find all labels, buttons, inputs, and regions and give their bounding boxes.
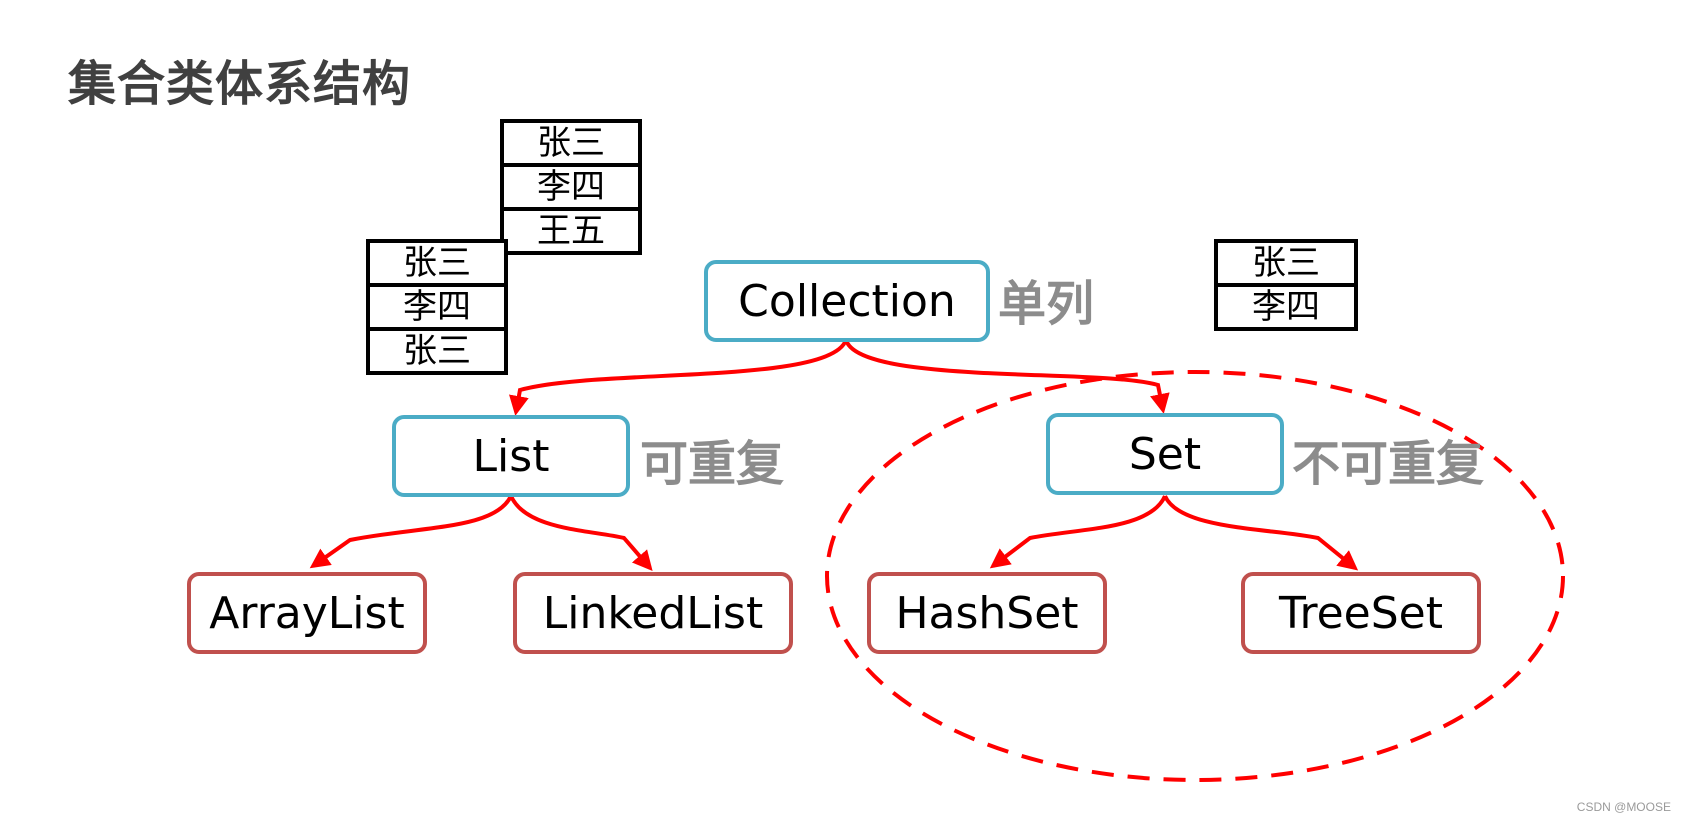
- stack-cell: 张三: [370, 331, 504, 375]
- stack-cell: 王五: [504, 211, 638, 255]
- stack-cell: 李四: [370, 287, 504, 331]
- node-linkedlist: LinkedList: [513, 572, 793, 654]
- arrow-set-to-treeset: [1163, 495, 1359, 571]
- node-list: List: [392, 415, 630, 497]
- note-single-column: 单列: [998, 276, 1095, 332]
- arrow-list-to-linkedlist: [509, 495, 653, 572]
- stack-cell: 张三: [504, 123, 638, 167]
- example-stack-top: 张三 李四 王五: [500, 119, 642, 255]
- watermark: CSDN @MOOSE: [1576, 800, 1671, 814]
- note-duplicates-allowed: 可重复: [640, 436, 785, 492]
- node-set: Set: [1046, 413, 1284, 495]
- node-treeset: TreeSet: [1241, 572, 1481, 654]
- stack-cell: 张三: [1218, 243, 1354, 287]
- arrow-list-to-arraylist: [309, 495, 513, 569]
- arrow-set-to-hashset: [989, 495, 1167, 569]
- node-arraylist: ArrayList: [187, 572, 427, 654]
- arrow-collection-to-list: [509, 339, 848, 416]
- stack-cell: 张三: [370, 243, 504, 287]
- node-collection: Collection: [704, 260, 990, 342]
- node-hashset: HashSet: [867, 572, 1107, 654]
- set-highlight-ellipse: [825, 370, 1565, 782]
- stack-cell: 李四: [504, 167, 638, 211]
- example-stack-list: 张三 李四 张三: [366, 239, 508, 375]
- example-stack-set: 张三 李四: [1214, 239, 1358, 331]
- note-no-duplicates: 不可重复: [1292, 436, 1485, 492]
- stack-cell: 李四: [1218, 287, 1354, 331]
- arrow-collection-to-set: [844, 339, 1170, 414]
- page-title: 集合类体系结构: [68, 56, 412, 112]
